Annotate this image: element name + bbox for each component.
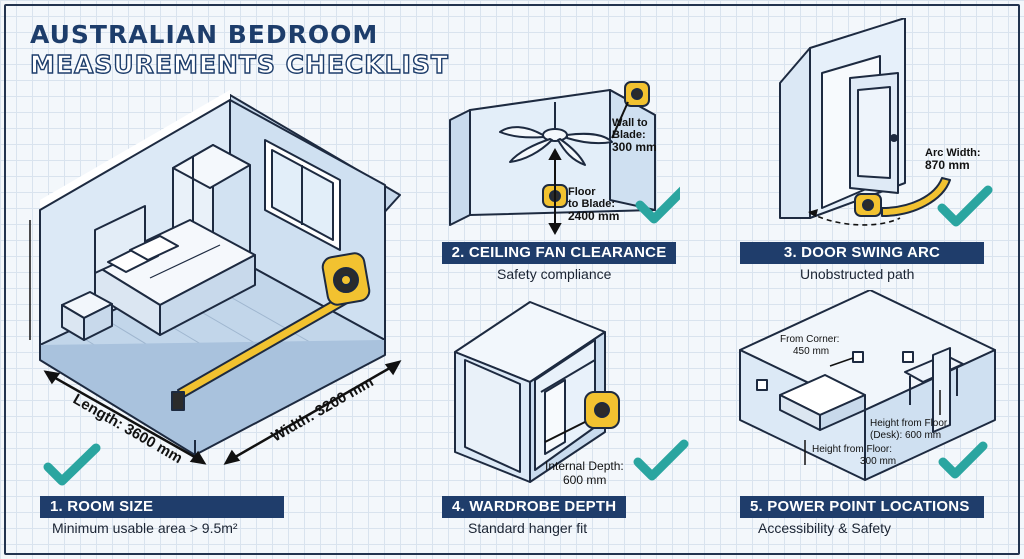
wardrobe-subtitle: Standard hanger fit bbox=[468, 520, 588, 536]
outlet-floor-label-2: 300 mm bbox=[860, 456, 896, 467]
power-points-banner: 5. POWER POINT LOCATIONS bbox=[740, 496, 984, 518]
wall-blade-label-1: Wall to bbox=[612, 117, 648, 129]
desk-label-2: (Desk): 600 mm bbox=[870, 430, 941, 441]
floor-blade-label-2: to Blade: bbox=[568, 198, 615, 210]
checkmark-icon bbox=[635, 186, 680, 224]
ceiling-fan-illustration: Wall to Blade: 300 mm Floor to Blade: 24… bbox=[449, 81, 680, 236]
power-points-subtitle: Accessibility & Safety bbox=[758, 520, 892, 536]
floor-blade-label-1: Floor bbox=[568, 186, 596, 198]
arc-width-label-2: 870 mm bbox=[925, 158, 970, 172]
desk-label-1: Height from Floor bbox=[870, 418, 948, 429]
wall-blade-label-3: 300 mm bbox=[612, 140, 657, 154]
page-title: AUSTRALIAN BEDROOM MEASUREMENTS CHECKLIS… bbox=[29, 20, 449, 79]
title-line-2: MEASUREMENTS CHECKLIST bbox=[29, 50, 449, 79]
room-size-banner: 1. ROOM SIZE bbox=[40, 496, 284, 518]
door-swing-illustration: Arc Width: 870 mm bbox=[779, 18, 993, 227]
room-size-subtitle: Minimum usable area > 9.5m² bbox=[52, 520, 238, 536]
title-line-1: AUSTRALIAN BEDROOM bbox=[30, 20, 379, 49]
ceiling-fan-banner: 2. CEILING FAN CLEARANCE bbox=[442, 242, 676, 264]
ceiling-fan-subtitle: Safety compliance bbox=[497, 266, 612, 282]
door-swing-subtitle: Unobstructed path bbox=[800, 266, 915, 282]
checkmark-icon bbox=[43, 443, 101, 486]
depth-label-2: 600 mm bbox=[563, 473, 606, 487]
outlet-floor-label-1: Height from Floor: bbox=[812, 444, 892, 455]
floor-blade-label-3: 2400 mm bbox=[568, 209, 619, 223]
depth-label-1: Internal Depth: bbox=[545, 459, 624, 473]
room-size-illustration: Length: 3600 mm Width: 3200 mm bbox=[29, 90, 402, 486]
border-frame bbox=[4, 4, 1020, 555]
door-swing-banner: 3. DOOR SWING ARC bbox=[740, 242, 984, 264]
wall-blade-label-2: Blade: bbox=[612, 129, 646, 141]
checkmark-icon bbox=[633, 439, 689, 481]
checkmark-icon bbox=[938, 441, 988, 479]
wardrobe-banner: 4. WARDROBE DEPTH bbox=[442, 496, 626, 518]
power-points-illustration: From Corner: 450 mm Height from Floor (D… bbox=[739, 290, 996, 481]
corner-label-1: From Corner: bbox=[780, 334, 839, 345]
wardrobe-illustration: Internal Depth: 600 mm bbox=[454, 301, 689, 487]
checkmark-icon bbox=[937, 185, 993, 227]
corner-label-2: 450 mm bbox=[793, 346, 829, 357]
arc-width-label-1: Arc Width: bbox=[925, 147, 981, 159]
